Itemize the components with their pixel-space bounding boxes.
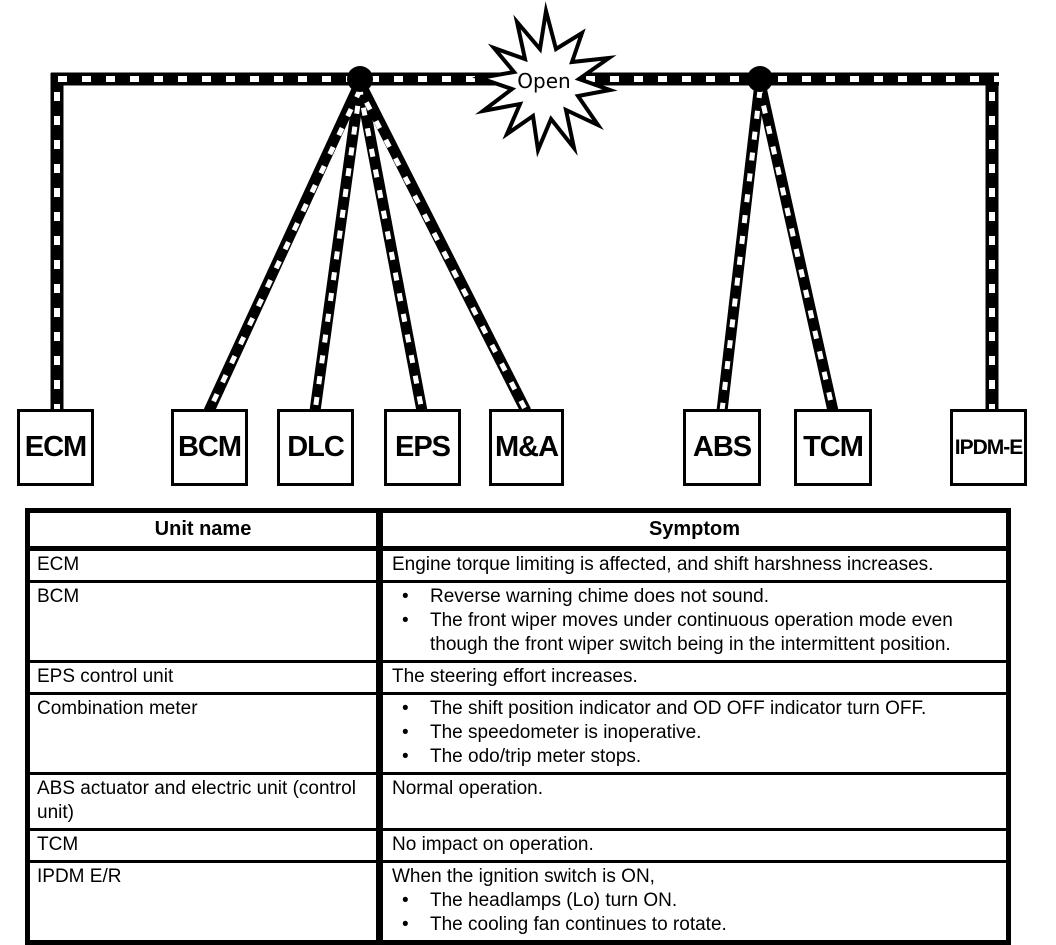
symptom-bullet: The cooling fan continues to rotate. [392, 913, 998, 937]
node-label: ECM [24, 431, 87, 463]
branch-dashes-eps [357, 89, 425, 412]
column-header-unit-name: Unit name [26, 509, 383, 551]
can-bus-diagram: Open ECM BCM DLC EPS M&A ABS TCM IPDM-E [17, 1, 1027, 486]
branch-dashes-bcm [206, 88, 363, 413]
table-row: EPS control unit The steering effort inc… [26, 660, 1010, 695]
unit-name-cell: ABS actuator and electric unit (control … [26, 772, 383, 831]
symptom-bullet: The shift position indicator and OD OFF … [392, 697, 998, 721]
node-box-ipdm-e: IPDM-E [950, 409, 1027, 486]
unit-symptom-table: Unit name Symptom ECM Engine torque limi… [25, 508, 1011, 945]
symptom-text: The steering effort increases. [392, 666, 638, 687]
symptom-text: Engine torque limiting is affected, and … [392, 554, 934, 575]
branch-dashes-ma [357, 88, 529, 413]
node-box-ecm: ECM [17, 409, 94, 486]
symptom-cell: Engine torque limiting is affected, and … [378, 547, 1010, 583]
node-label: ABS [692, 431, 752, 463]
unit-name-cell: IPDM E/R [26, 860, 383, 944]
node-label: M&A [494, 431, 559, 463]
node-box-tcm: TCM [794, 409, 872, 486]
symptom-bullet-list: The shift position indicator and OD OFF … [392, 697, 998, 769]
node-box-bcm: BCM [171, 409, 248, 486]
symptom-cell: No impact on operation. [378, 828, 1010, 863]
symptom-cell: When the ignition switch is ON, The head… [378, 860, 1010, 944]
node-label: IPDM-E [954, 435, 1023, 459]
table-row: IPDM E/R When the ignition switch is ON,… [26, 860, 1010, 944]
symptom-bullet: The speedometer is inoperative. [392, 721, 998, 745]
symptom-cell: Normal operation. [378, 772, 1010, 831]
table-row: ECM Engine torque limiting is affected, … [26, 547, 1010, 583]
table-row: ABS actuator and electric unit (control … [26, 772, 1010, 831]
symptom-bullet: Reverse warning chime does not sound. [392, 585, 998, 609]
symptom-text: Normal operation. [392, 778, 544, 799]
table-row: TCM No impact on operation. [26, 828, 1010, 863]
unit-name-cell: TCM [26, 828, 383, 863]
unit-name-cell: Combination meter [26, 692, 383, 775]
table-row: BCM Reverse warning chime does not sound… [26, 580, 1010, 663]
node-label: DLC [287, 431, 345, 463]
column-header-symptom: Symptom [378, 509, 1010, 551]
junction-dot-left [347, 66, 373, 92]
symptom-bullet: The odo/trip meter stops. [392, 745, 998, 769]
unit-name-cell: ECM [26, 547, 383, 583]
symptom-bullet: The front wiper moves under continuous o… [392, 609, 998, 657]
symptom-bullet-list: Reverse warning chime does not sound. Th… [392, 585, 998, 657]
node-label: TCM [803, 431, 864, 463]
symptom-bullet-list: The headlamps (Lo) turn ON. The cooling … [392, 889, 998, 937]
symptom-text: No impact on operation. [392, 834, 594, 855]
symptom-cell: The steering effort increases. [378, 660, 1010, 695]
table-header-row: Unit name Symptom [26, 509, 1010, 551]
symptom-cell: The shift position indicator and OD OFF … [378, 692, 1010, 775]
node-box-dlc: DLC [277, 409, 354, 486]
can-bus-wiring [50, 1, 999, 414]
branch-line-ma [355, 80, 531, 414]
open-burst-icon [472, 1, 618, 158]
node-label: BCM [177, 431, 242, 463]
node-box-ma: M&A [489, 409, 564, 486]
symptom-bullet: The headlamps (Lo) turn ON. [392, 889, 998, 913]
branch-dashes-dlc [312, 89, 363, 412]
table-row: Combination meter The shift position ind… [26, 692, 1010, 775]
branch-dashes-tcm [757, 89, 836, 412]
symptom-intro-text: When the ignition switch is ON, [392, 866, 655, 887]
node-label: EPS [394, 431, 451, 463]
symptom-cell: Reverse warning chime does not sound. Th… [378, 580, 1010, 663]
node-box-eps: EPS [384, 409, 461, 486]
node-box-abs: ABS [683, 409, 761, 486]
unit-name-cell: BCM [26, 580, 383, 663]
unit-name-cell: EPS control unit [26, 660, 383, 695]
junction-dot-right [747, 66, 773, 92]
open-fault-label: Open [517, 69, 571, 93]
